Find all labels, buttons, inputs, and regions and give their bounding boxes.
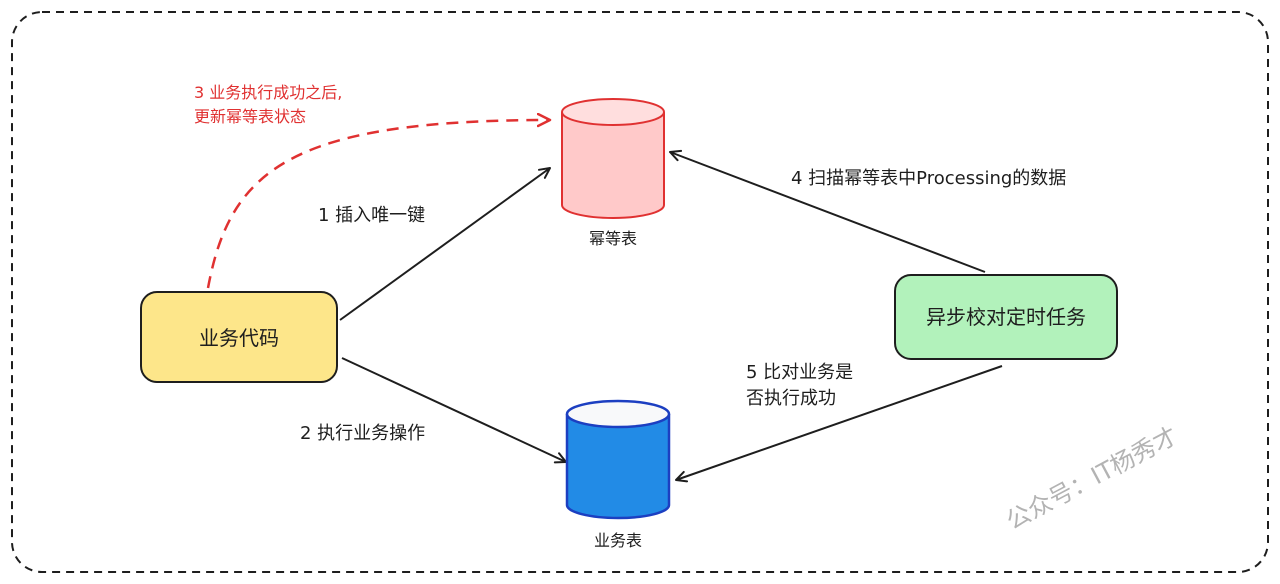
edge-scan-processing-label: 4 扫描幂等表中Processing的数据 [791, 168, 1066, 189]
edge-compare-business-label-line1: 5 比对业务是 [746, 362, 853, 383]
node-idempotent-table-label: 幂等表 [589, 229, 637, 248]
node-business-table-label: 业务表 [594, 531, 642, 550]
node-idempotent-table: 幂等表 [561, 98, 665, 248]
node-business-code: 业务代码 [140, 291, 338, 383]
edge-compare-business [675, 365, 1003, 483]
edge-exec-business [341, 357, 567, 464]
node-scheduled-task: 异步校对定时任务 [894, 274, 1118, 360]
edge-scan-processing [669, 149, 986, 273]
edge-update-status [206, 120, 550, 289]
node-business-code-label: 业务代码 [199, 326, 279, 350]
edge-update-status-label-line1: 3 业务执行成功之后, [194, 83, 342, 102]
edge-exec-business-label: 2 执行业务操作 [300, 423, 425, 444]
edge-update-status-label-line2: 更新幂等表状态 [194, 107, 306, 126]
outer-frame [11, 11, 1269, 573]
edge-compare-business-label-line2: 否执行成功 [746, 388, 836, 409]
node-scheduled-task-label: 异步校对定时任务 [926, 305, 1086, 329]
node-business-table: 业务表 [565, 399, 671, 550]
edge-insert-key-label: 1 插入唯一键 [318, 205, 425, 226]
watermark: 公众号：IT杨秀才 [1002, 421, 1183, 535]
edge-insert-key [339, 167, 551, 321]
